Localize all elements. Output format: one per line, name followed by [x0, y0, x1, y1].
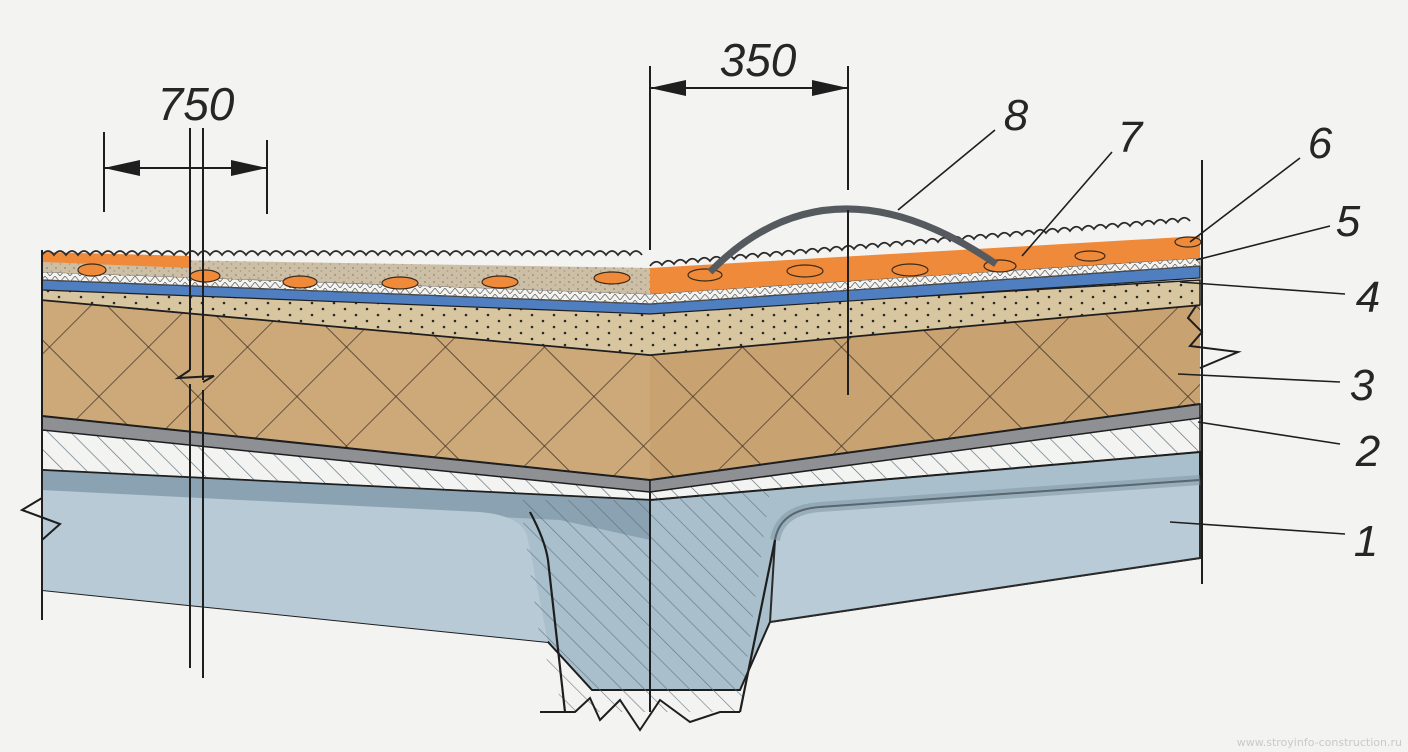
callout-4: 4 — [1356, 273, 1380, 322]
callout-leaders — [897, 129, 1346, 535]
callout-1: 1 — [1354, 517, 1378, 566]
callout-3: 3 — [1350, 361, 1375, 410]
concrete-slab-layer — [19, 415, 1201, 732]
topping-layer — [41, 216, 1202, 294]
dimension-350-label: 350 — [720, 34, 797, 86]
dimension-750 — [103, 128, 268, 678]
watermark: www.stroyinfo-construction.ru — [1237, 736, 1402, 749]
ridge-arch — [707, 205, 998, 275]
callout-2: 2 — [1355, 427, 1380, 476]
callout-6: 6 — [1308, 119, 1333, 168]
callout-8: 8 — [1004, 91, 1029, 140]
dimension-750-label: 750 — [158, 78, 235, 130]
insulation-layer — [41, 299, 1242, 482]
callout-7: 7 — [1118, 113, 1144, 162]
dimension-350 — [649, 66, 849, 395]
callout-5: 5 — [1336, 197, 1361, 246]
